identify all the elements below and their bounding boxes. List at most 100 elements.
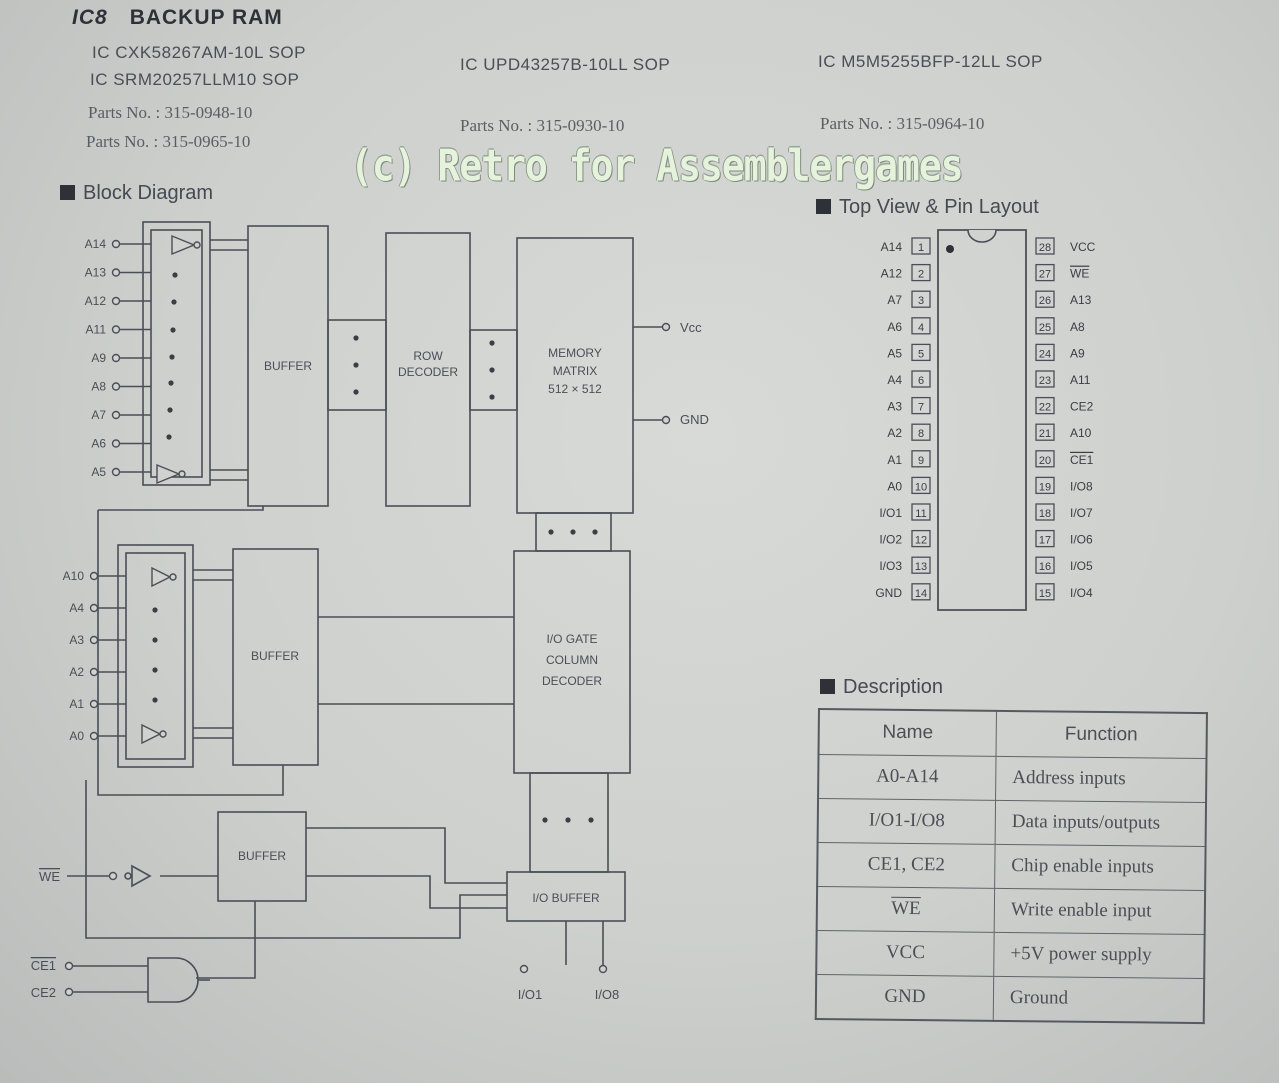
we-inverter-icon: [131, 864, 152, 888]
io-buffer-label: I/O BUFFER: [532, 891, 600, 905]
pin-19: 19 I/O8: [1035, 476, 1093, 495]
pin-number: 3: [918, 295, 924, 307]
pin-name: WE: [1070, 267, 1089, 281]
pin-10: 10 A0: [887, 476, 931, 495]
row-name: A0-A14: [818, 754, 997, 801]
pin-28: 28 VCC: [1035, 237, 1096, 255]
row-function: Ground: [993, 975, 1205, 1024]
pin-name: I/O2: [879, 533, 902, 547]
page-title: IC8 BACKUP RAM: [72, 6, 283, 30]
pin-number: 10: [915, 481, 927, 493]
chip-notch: [967, 229, 997, 243]
pin-number: 26: [1039, 295, 1051, 307]
pin-number: 19: [1039, 481, 1051, 493]
pin-number: 13: [915, 561, 927, 573]
bullet-square-icon: [816, 199, 831, 214]
input-pin-label: A10: [63, 569, 85, 583]
input-pin-label: A3: [69, 633, 84, 647]
pin-number: 2: [918, 269, 924, 281]
ic-part-line: IC UPD43257B-10LL SOP: [460, 55, 671, 74]
input-pin-label: A12: [85, 294, 107, 308]
pin-name: CE1: [1070, 453, 1094, 467]
pin-2: 2 A12: [881, 263, 931, 282]
pin-number: 12: [915, 535, 927, 547]
parts-number: Parts No. : 315-0964-10: [820, 114, 985, 133]
row-name: WE: [816, 886, 995, 933]
ic-part-line: IC M5M5255BFP-12LL SOP: [818, 52, 1043, 71]
pin-name: A0: [887, 479, 902, 493]
pin-name: A1: [887, 453, 902, 467]
pin-name: I/O8: [1070, 479, 1093, 493]
input-pin-label: A4: [69, 601, 84, 615]
pin-layout-heading: Top View & Pin Layout: [816, 196, 1039, 219]
pin-number: 1: [918, 242, 924, 254]
block-diagram-heading: Block Diagram: [60, 182, 213, 205]
parts-number: Parts No. : 315-0948-10: [88, 103, 253, 122]
input-pin-label: A9: [91, 351, 106, 365]
row-function: +5V power supply: [993, 932, 1205, 979]
pin-5: 5A5: [887, 343, 931, 362]
description-title: Description: [843, 676, 944, 698]
pin-number: 15: [1039, 588, 1051, 600]
input-pin: A8: [91, 380, 151, 394]
input-pin: A1: [69, 697, 126, 711]
input-pin: A14: [85, 237, 151, 251]
buffer-ctrl-label: BUFFER: [238, 849, 286, 863]
pin-name: VCC: [1070, 240, 1096, 254]
pin-name: A5: [887, 346, 902, 360]
row-name: I/O1-I/O8: [817, 798, 996, 845]
input-pin-label: A5: [91, 465, 106, 479]
pin-number: 16: [1039, 561, 1051, 573]
bullet-square-icon: [820, 679, 835, 694]
pin-name: I/O6: [1070, 533, 1093, 547]
input-pin: A6: [91, 437, 151, 451]
input-pin: A9: [91, 351, 151, 365]
row-function: Write enable input: [994, 888, 1206, 935]
input-pin-label: A8: [91, 380, 106, 394]
header-function: Function: [996, 710, 1207, 759]
row-function: Address inputs: [995, 756, 1207, 803]
ram-title: BACKUP RAM: [129, 6, 283, 29]
pin-20: 20 CE1: [1035, 450, 1094, 468]
input-pin: A13: [85, 266, 151, 280]
we-label: WE: [39, 869, 60, 884]
ic-label: IC8: [72, 6, 108, 29]
description-heading: Description: [820, 676, 943, 699]
buffer-ctrl-block: [217, 811, 307, 902]
pin-8: 8A2: [887, 423, 931, 441]
pin-number: 6: [918, 375, 924, 387]
row-name: GND: [815, 974, 994, 1021]
pin-name: A12: [881, 267, 903, 281]
pin-4: 4A6: [887, 317, 931, 335]
pin-name: A2: [887, 426, 902, 440]
pin-26: 26 A13: [1035, 290, 1092, 308]
pin-number: 27: [1039, 269, 1051, 281]
pin-layout-title: Top View & Pin Layout: [839, 196, 1039, 218]
input-pin: A5: [91, 465, 151, 479]
input-pin-label: A0: [69, 729, 84, 743]
input-pin: A7: [91, 408, 151, 422]
row-name: CE1, CE2: [817, 842, 996, 889]
pin-number: 20: [1039, 455, 1051, 467]
buffer-col-block: [232, 548, 319, 766]
pin-name: I/O3: [879, 559, 902, 573]
input-pin: A12: [85, 294, 151, 308]
io8-label: I/O8: [595, 987, 620, 1002]
pin-name: A13: [1070, 293, 1092, 307]
pin-number: 28: [1039, 242, 1051, 254]
ic-part-line: IC CXK58267AM-10L SOP: [92, 43, 306, 62]
input-pin-label: A14: [85, 237, 107, 251]
pin-name: A14: [881, 240, 903, 254]
input-pin-label: A11: [86, 323, 107, 337]
pin-number: 7: [918, 402, 924, 414]
gnd-label: GND: [680, 412, 709, 427]
table-header-row: Name Function: [818, 709, 1207, 759]
pin-name: CE2: [1070, 400, 1094, 414]
